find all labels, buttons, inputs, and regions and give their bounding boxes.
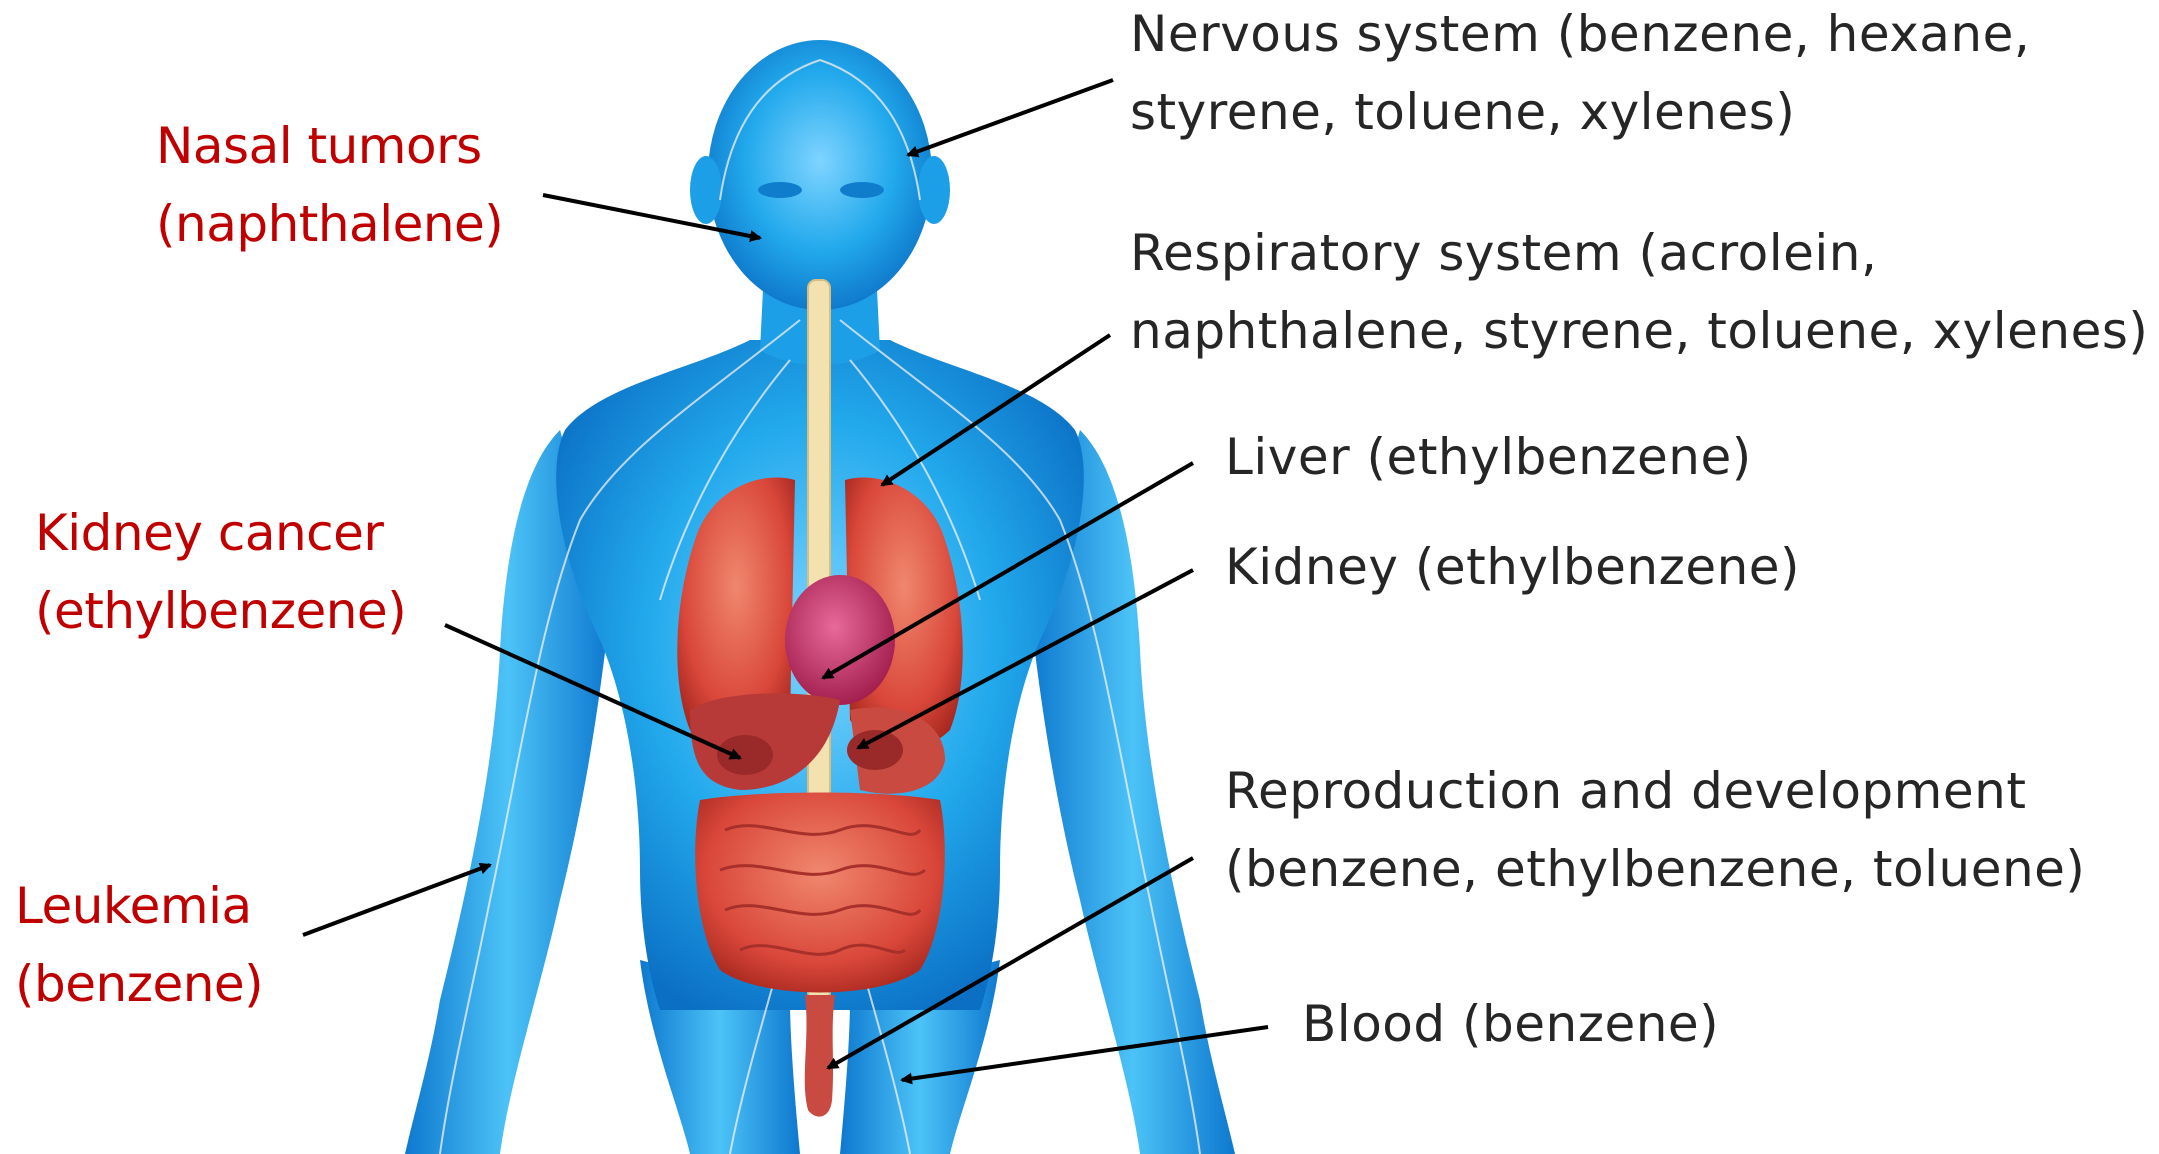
rectum [805, 995, 835, 1117]
right-kidney [847, 730, 903, 770]
respiratory-system-line2: naphthalene, styrene, toluene, xylenes) [1130, 292, 2148, 370]
blood-line1: Blood (benzene) [1302, 985, 1719, 1063]
human-anatomy-illustration [405, 40, 1235, 1154]
leukemia-label: Leukemia (benzene) [15, 867, 263, 1023]
kidney-cancer-line1: Kidney cancer [35, 494, 406, 572]
left-ear [690, 156, 722, 224]
right-eye [840, 182, 884, 198]
reproduction-line2: (benzene, ethylbenzene, toluene) [1225, 830, 2085, 908]
nasal-tumors-label: Nasal tumors (naphthalene) [156, 107, 503, 263]
liver-label: Liver (ethylbenzene) [1225, 418, 1752, 496]
arrow-nervous [908, 80, 1113, 155]
liver-line1: Liver (ethylbenzene) [1225, 418, 1752, 496]
reproduction-line1: Reproduction and development [1225, 752, 2085, 830]
head [708, 40, 932, 310]
heart [785, 575, 895, 705]
left-kidney [717, 735, 773, 775]
respiratory-system-label: Respiratory system (acrolein, naphthalen… [1130, 214, 2148, 370]
leukemia-line2: (benzene) [15, 945, 263, 1023]
kidney-cancer-line2: (ethylbenzene) [35, 572, 406, 650]
kidney-label: Kidney (ethylbenzene) [1225, 528, 1800, 606]
reproduction-label: Reproduction and development (benzene, e… [1225, 752, 2085, 908]
intestines [695, 793, 945, 993]
leukemia-line1: Leukemia [15, 867, 263, 945]
nervous-system-label: Nervous system (benzene, hexane, styrene… [1130, 0, 2030, 151]
nervous-system-line2: styrene, toluene, xylenes) [1130, 73, 2030, 151]
nasal-tumors-line1: Nasal tumors [156, 107, 503, 185]
kidney-line1: Kidney (ethylbenzene) [1225, 528, 1800, 606]
respiratory-system-line1: Respiratory system (acrolein, [1130, 214, 2148, 292]
blood-label: Blood (benzene) [1302, 985, 1719, 1063]
left-eye [758, 182, 802, 198]
kidney-cancer-label: Kidney cancer (ethylbenzene) [35, 494, 406, 650]
right-ear [918, 156, 950, 224]
nervous-system-line1: Nervous system (benzene, hexane, [1130, 0, 2030, 73]
nasal-tumors-line2: (naphthalene) [156, 185, 503, 263]
